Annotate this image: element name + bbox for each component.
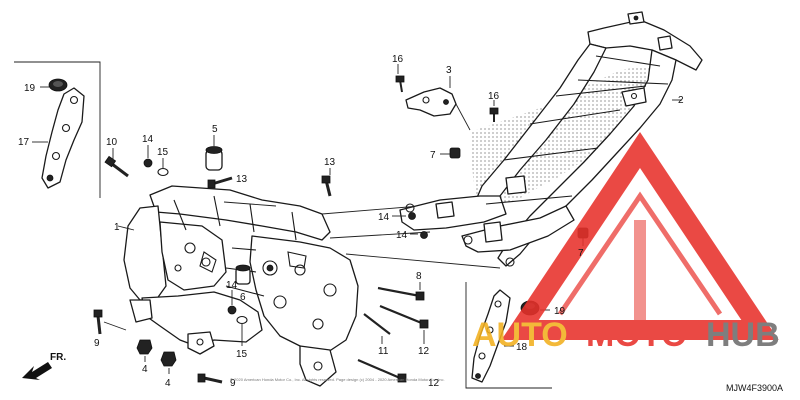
bolt-11 [363, 313, 391, 344]
bolt-16-b [489, 100, 499, 122]
label-8: 8 [416, 271, 422, 282]
nut-14-a [143, 145, 153, 168]
label-14-c: 14 [396, 230, 408, 241]
collar-5 [205, 135, 223, 171]
diagram-code: MJW4F3900A [726, 383, 783, 393]
bolt-8 [377, 282, 425, 301]
label-2: 2 [678, 95, 684, 106]
watermark-brand-2: MOTO [586, 316, 687, 354]
watermark-brand-1: AUTO [472, 316, 568, 354]
washer-15-b [236, 315, 248, 346]
label-14-a: 14 [142, 134, 154, 145]
collar-6 [235, 264, 251, 285]
copyright-text: © 2020 American Honda Motor Co., Inc. Al… [230, 377, 445, 382]
label-17: 17 [18, 137, 30, 148]
bracket-3 [405, 76, 471, 131]
label-12-b: 12 [428, 378, 440, 389]
label-14-b: 14 [378, 212, 390, 223]
bolt-12-b [357, 358, 407, 383]
label-14-d: 14 [226, 280, 238, 291]
grommet-7-a [440, 147, 461, 159]
washer-15-a [157, 158, 169, 177]
front-label: FR. [50, 352, 66, 363]
main-frame-1 [123, 185, 359, 387]
label-1: 1 [114, 222, 120, 233]
label-16-b: 16 [488, 91, 500, 102]
bolt-9-a [93, 309, 127, 335]
label-12-a: 12 [418, 346, 430, 357]
inset-left [14, 61, 101, 198]
bracket-18 [471, 289, 514, 383]
inset-right [465, 282, 552, 389]
bracket-17 [32, 87, 85, 189]
nut-14-c [410, 231, 428, 239]
front-arrow: FR. [22, 352, 66, 380]
label-15-b: 15 [236, 349, 248, 360]
label-10: 10 [106, 137, 118, 148]
label-7-b: 7 [578, 248, 584, 259]
watermark-brand-3: HUB [706, 316, 780, 354]
nut-4-a [136, 339, 153, 362]
label-9-b: 9 [230, 378, 236, 389]
label-9-a: 9 [94, 338, 100, 349]
part-labels: 19 17 10 14 15 5 13 13 1 16 3 16 2 7 7 1… [18, 54, 684, 389]
label-3: 3 [446, 65, 452, 76]
label-4-a: 4 [142, 364, 148, 375]
label-19-bottom: 19 [554, 306, 566, 317]
label-11: 11 [378, 346, 389, 357]
label-18: 18 [516, 342, 528, 353]
label-7-a: 7 [430, 150, 436, 161]
label-5: 5 [212, 124, 218, 135]
nut-14-b [392, 212, 416, 220]
label-4-b: 4 [165, 378, 171, 389]
bolt-10 [104, 148, 129, 178]
bolt-12-a [379, 304, 429, 344]
label-6: 6 [240, 292, 246, 303]
rear-subframe-2 [399, 11, 703, 267]
bolt-9-b [197, 373, 223, 384]
label-19-top: 19 [24, 83, 36, 94]
nut-4-b [160, 351, 177, 374]
bolt-13-a [207, 176, 233, 189]
label-16-a: 16 [392, 54, 404, 65]
label-13-a: 13 [236, 174, 248, 185]
guide-lines [117, 201, 501, 269]
watermark-logo: AUTO MOTO HUB [472, 131, 780, 354]
nut-14-d [227, 290, 237, 315]
grommet-19-top [40, 78, 68, 92]
bolt-16-a [395, 64, 405, 93]
label-13-b: 13 [324, 157, 336, 168]
label-15-a: 15 [157, 147, 169, 158]
bolt-13-b [321, 168, 332, 197]
